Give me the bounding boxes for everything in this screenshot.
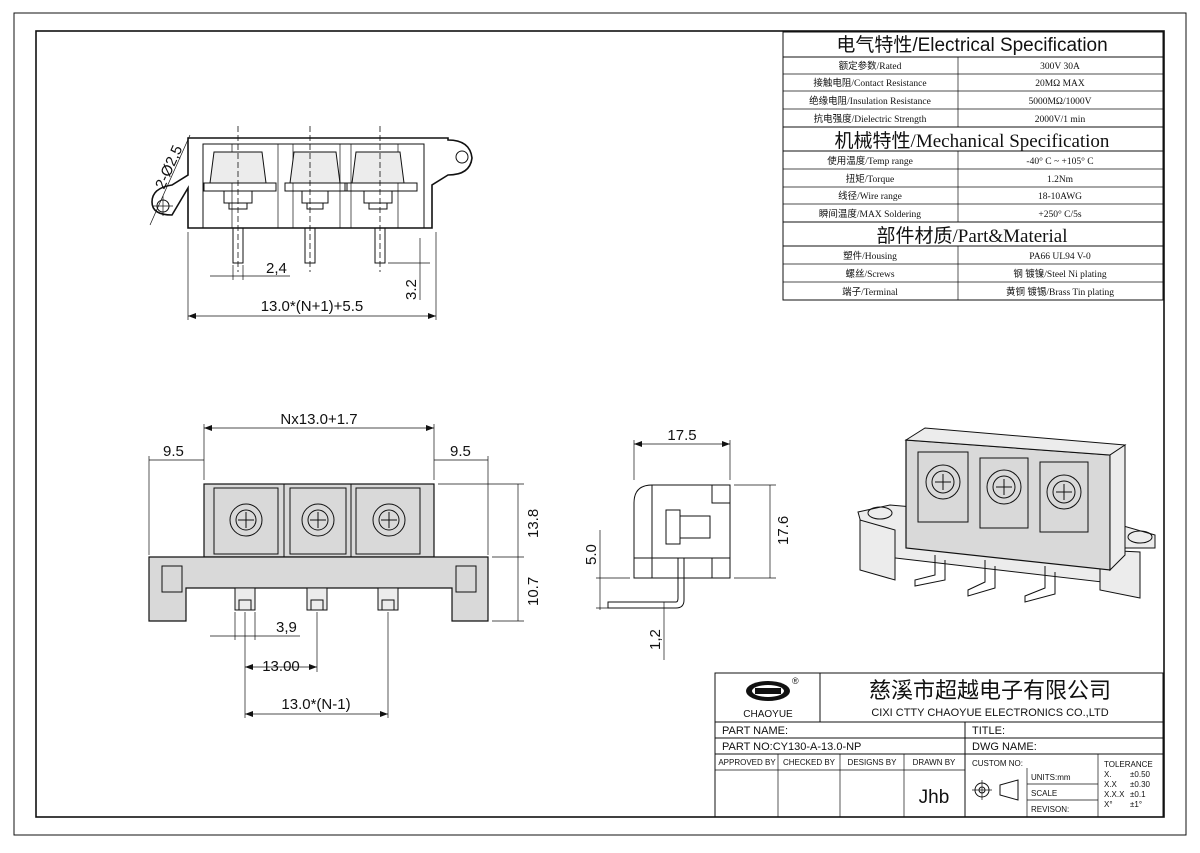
units-label: UNITS:mm (1031, 773, 1071, 782)
spec-value: 1.2Nm (1047, 175, 1074, 185)
spec-label: 使用温度/Temp range (827, 155, 913, 167)
logo-text: CHAOYUE (743, 709, 793, 720)
outer-border (13, 12, 1187, 836)
spec-label: 扭矩/Torque (846, 173, 894, 185)
dim-pin-length: 3.2 (403, 279, 420, 300)
dim-front-total: Nx13.0+1.7 (280, 411, 357, 428)
company-name-en: CIXI CTTY CHAOYUE ELECTRONICS CO.,LTD (871, 707, 1108, 719)
dim-hole: 2-Ø2,5 (152, 143, 186, 192)
company-name-cn: 慈溪市超越电子有限公司 (869, 678, 1111, 703)
custom-no-label: CUSTOM NO: (972, 759, 1023, 768)
spec-label: 线径/Wire range (838, 190, 902, 202)
spec-value: -40° C ~ +105° C (1026, 156, 1093, 167)
spec-table: 电气特性/Electrical Specification 机械特性/Mecha… (782, 31, 1164, 301)
dim-top-total: 13.0*(N+1)+5.5 (261, 298, 364, 315)
projection-symbol (972, 779, 1019, 801)
spec-value: +250° C/5s (1038, 209, 1082, 220)
spec-value: 300V 30A (1040, 62, 1080, 72)
spec-value: 黄铜 镀锡/Brass Tin plating (1006, 286, 1114, 298)
tolerance-value: ±0.50 (1130, 770, 1151, 779)
dim-flange-right: 9.5 (450, 443, 471, 460)
spec-label: 塑件/Housing (843, 250, 897, 262)
approved-by-label: APPROVED BY (718, 758, 776, 767)
tolerance-key: X.X.X (1104, 790, 1125, 799)
spec-value: 5000MΩ/1000V (1028, 97, 1091, 107)
dim-flange-left: 9.5 (163, 443, 184, 460)
material-spec-title: 部件材质/Part&Material (876, 225, 1067, 247)
spec-value: PA66 UL94 V-0 (1029, 252, 1091, 262)
spec-label: 抗电强度/Dielectric Strength (814, 113, 927, 125)
checked-by-label: CHECKED BY (783, 758, 836, 767)
dim-height-upper: 13.8 (525, 509, 542, 538)
spec-label: 端子/Terminal (842, 286, 898, 298)
revision-label: REVISON: (1031, 805, 1069, 814)
tolerance-key: X.X (1104, 780, 1118, 789)
dim-pin-gap: 3,9 (276, 619, 297, 636)
spec-value: 钢 镀镍/Steel Ni plating (1013, 268, 1106, 280)
dim-side-step: 5.0 (583, 544, 600, 565)
tolerance-value: ±1° (1130, 800, 1142, 809)
tolerance-value: ±0.1 (1130, 790, 1146, 799)
spec-label: 瞬间温度/MAX Soldering (819, 208, 921, 220)
spec-value: 20MΩ MAX (1035, 79, 1085, 89)
dim-side-height: 17.6 (775, 516, 792, 545)
logo-registered: ® (792, 676, 799, 686)
spec-label: 接触电阻/Contact Resistance (813, 77, 926, 89)
dim-span: 13.0*(N-1) (281, 696, 350, 713)
dim-side-pin: 1,2 (647, 629, 664, 650)
dwg-name-label: DWG NAME: (972, 741, 1037, 753)
side-view: 17.5 17.6 5.0 1,2 (583, 427, 792, 660)
tolerance-key: X. (1104, 770, 1112, 779)
top-view: 13.0*(N+1)+5.5 2,4 3.2 2-Ø2,5 (149, 126, 473, 320)
tolerance-title: TOLERANCE (1104, 760, 1153, 769)
dim-pin-width: 2,4 (266, 260, 287, 277)
title-label: TITLE: (972, 725, 1005, 737)
spec-value: 18-10AWG (1038, 192, 1082, 202)
company-logo: ® CHAOYUE (743, 676, 799, 720)
tolerance-value: ±0.30 (1130, 780, 1151, 789)
electrical-spec-title: 电气特性/Electrical Specification (836, 34, 1107, 56)
dim-side-depth: 17.5 (667, 427, 696, 444)
spec-label: 绝缘电阻/Insulation Resistance (809, 95, 931, 107)
dim-pitch: 13.00 (262, 658, 300, 675)
mechanical-spec-title: 机械特性/Mechanical Specification (835, 130, 1110, 152)
spec-label: 额定参数/Rated (839, 60, 902, 72)
part-no-label: PART NO:CY130-A-13.0-NP (722, 741, 861, 753)
scale-label: SCALE (1031, 789, 1057, 798)
title-block: ® CHAOYUE 慈溪市超越电子有限公司 CIXI CTTY CHAOYUE … (714, 672, 1164, 818)
isometric-view (857, 427, 1156, 603)
spec-value: 2000V/1 min (1035, 115, 1086, 125)
front-view: Nx13.0+1.7 9.5 9.5 13.8 10.7 3,9 13.00 1… (148, 411, 542, 718)
tolerance-key: X° (1104, 800, 1113, 809)
dim-height-lower: 10.7 (525, 577, 542, 606)
drawn-by-value: Jhb (919, 787, 950, 808)
spec-label: 螺丝/Screws (845, 268, 894, 280)
designed-by-label: DESIGNS BY (848, 758, 898, 767)
inner-border (35, 30, 1165, 818)
part-name-label: PART NAME: (722, 725, 788, 737)
drawn-by-label: DRAWN BY (913, 758, 956, 767)
